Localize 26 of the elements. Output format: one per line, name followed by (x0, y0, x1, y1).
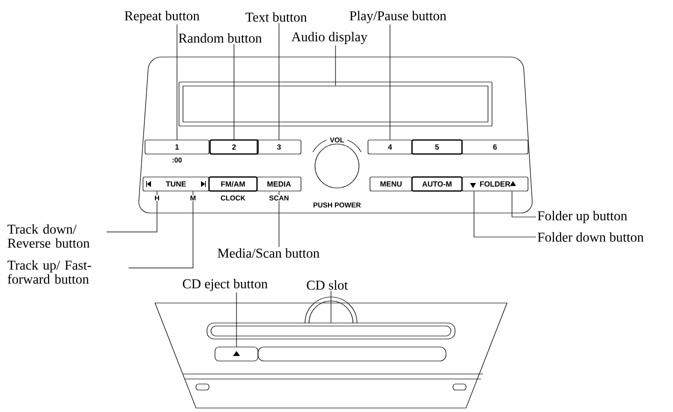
callout-label: Folder down button (538, 232, 644, 242)
leader-line (106, 191, 158, 232)
callout-label: Random button (178, 33, 262, 43)
leader-line (512, 191, 536, 218)
callout-label: Audio display (291, 32, 368, 44)
callout-label: CD slot (306, 280, 348, 290)
leader-line (330, 290, 332, 323)
callout-label: Track up/ Fast-forward button (8, 260, 92, 284)
callout-label: CD eject button (182, 278, 268, 292)
leader-line (236, 292, 237, 347)
callout-label: Track down/ Reverse button (8, 224, 90, 248)
callout-label: Repeat button (124, 10, 200, 24)
callout-label: Folder up button (538, 210, 628, 224)
callout-label: Text button (246, 12, 307, 22)
leader-line (474, 191, 536, 238)
leader-line (128, 191, 194, 268)
display-screen (178, 82, 492, 126)
leader-line (278, 22, 280, 140)
volume-knob (312, 140, 362, 188)
callout-label: Play/Pause button (350, 10, 446, 24)
leader-line (335, 45, 336, 86)
eject-button (214, 346, 258, 362)
cd-slot (206, 322, 456, 340)
leader-line (176, 24, 178, 140)
callout-label: Media/Scan button (218, 248, 320, 258)
leader-line (278, 191, 280, 248)
